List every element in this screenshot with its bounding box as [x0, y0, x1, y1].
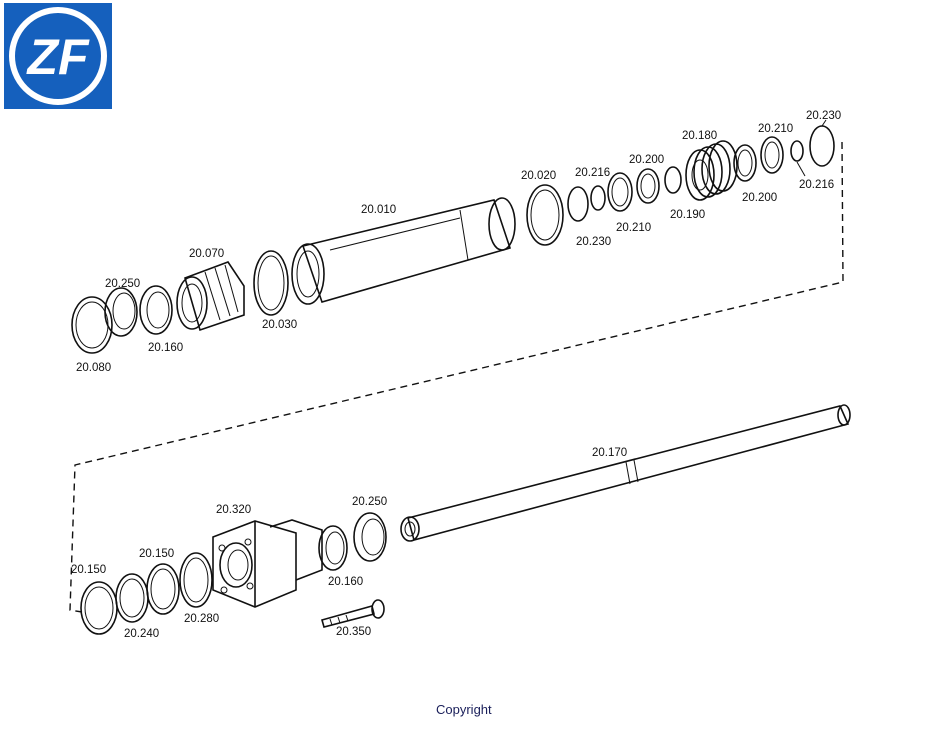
part-20230-snap-ring-right — [809, 125, 835, 167]
part-20350-bolt — [321, 599, 385, 628]
part-20210-ring-inner — [611, 177, 629, 207]
part-20200-ring-right-inner — [737, 149, 753, 177]
part-20150-ring-a — [80, 581, 118, 635]
part-20190-o-ring — [664, 166, 682, 194]
part-20030-ring-inner — [257, 255, 285, 311]
part-20216-small-ring — [590, 185, 606, 211]
assembly-guide-line — [69, 141, 844, 613]
part-20080-ring — [71, 296, 113, 354]
label-20216-top: 20.216 — [575, 167, 610, 179]
label-20210-bottom: 20.210 — [616, 222, 651, 234]
part-20160-seal-lower-inner — [325, 531, 345, 565]
label-20250-bottom: 20.250 — [352, 496, 387, 508]
part-20020-ring-inner — [530, 189, 560, 241]
part-20170-piston-rod — [400, 404, 851, 542]
label-20350: 20.350 — [336, 626, 371, 638]
label-20230-top: 20.230 — [806, 110, 841, 122]
label-20240: 20.240 — [124, 628, 159, 640]
part-20210-ring-right-inner — [764, 141, 780, 169]
part-20320-end-bracket — [212, 519, 323, 608]
logo-text: ZF — [25, 29, 90, 85]
part-20070-piston-head — [176, 261, 245, 332]
label-20160-bottom: 20.160 — [328, 576, 363, 588]
label-20250-top: 20.250 — [105, 278, 140, 290]
part-20160-seal — [139, 285, 173, 335]
label-20280: 20.280 — [184, 613, 219, 625]
part-20200-ring-inner — [640, 173, 656, 199]
label-20320: 20.320 — [216, 504, 251, 516]
part-20216-small-ring-right — [790, 140, 804, 162]
part-20210-ring-right — [760, 136, 784, 174]
leader-20216b — [796, 161, 806, 177]
label-20210-top: 20.210 — [758, 123, 793, 135]
leader-20230a — [821, 119, 827, 127]
label-20230-bottom: 20.230 — [576, 236, 611, 248]
label-20190: 20.190 — [670, 209, 705, 221]
part-20250-ring-lower — [353, 512, 387, 562]
part-20160-seal-lower — [318, 525, 348, 571]
part-20280-ring-inner — [183, 557, 209, 603]
part-20160-seal-inner — [146, 291, 170, 329]
part-20150-ring-b — [146, 563, 180, 615]
label-20200-bottom: 20.200 — [742, 192, 777, 204]
part-20250-ring-lower-inner — [361, 518, 385, 556]
part-20210-ring — [607, 172, 633, 212]
label-20020: 20.020 — [521, 170, 556, 182]
zf-logo: ZF — [4, 3, 112, 109]
label-20070: 20.070 — [189, 248, 224, 260]
part-20080-ring-inner — [75, 301, 109, 349]
part-20150-ring-a-inner — [84, 586, 114, 630]
label-20150-left: 20.150 — [71, 564, 106, 576]
part-20010-cylinder-tube — [291, 197, 516, 305]
label-20010: 20.010 — [361, 204, 396, 216]
part-20280-ring — [179, 552, 213, 608]
part-20240-ring-inner — [119, 578, 145, 618]
logo-background — [4, 3, 112, 109]
part-20020-ring — [526, 184, 564, 246]
label-20170: 20.170 — [592, 447, 627, 459]
part-20230-snap-ring — [567, 186, 589, 222]
label-20180: 20.180 — [682, 130, 717, 142]
part-20180-piston — [685, 140, 738, 201]
label-20080: 20.080 — [76, 362, 111, 374]
label-20150-right: 20.150 — [139, 548, 174, 560]
label-20216-bottom: 20.216 — [799, 179, 834, 191]
part-20030-ring — [253, 250, 289, 316]
part-20150-ring-b-inner — [150, 568, 176, 610]
part-20250-ring-inner — [112, 292, 136, 330]
part-20250-ring — [104, 287, 138, 337]
label-20030: 20.030 — [262, 319, 297, 331]
part-20200-ring-right — [733, 144, 757, 182]
logo-ring — [9, 7, 107, 105]
part-20200-ring — [636, 168, 660, 204]
label-20160-top: 20.160 — [148, 342, 183, 354]
part-20240-ring — [115, 573, 149, 623]
copyright-text: Copyright — [436, 702, 492, 717]
label-20200-top: 20.200 — [629, 154, 664, 166]
